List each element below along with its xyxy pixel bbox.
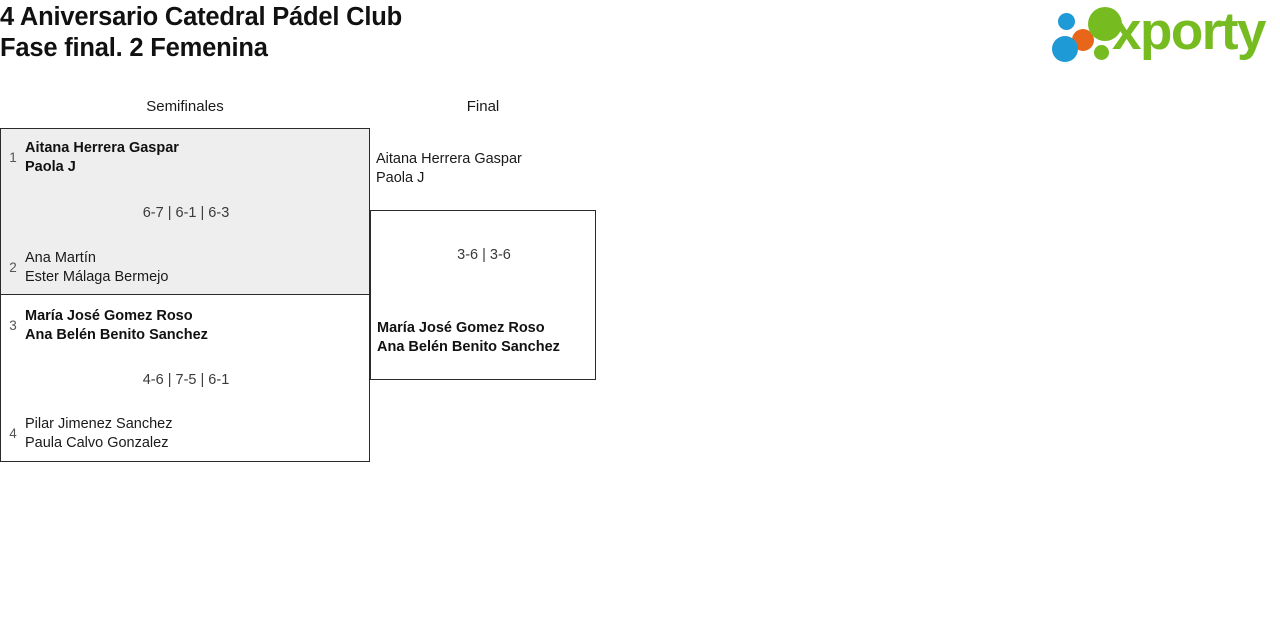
player-name: Ester Málaga Bermejo (25, 269, 169, 285)
match-team-top[interactable]: 1 Aitana Herrera Gaspar Paola J (1, 139, 371, 177)
team-players: Ana Martín Ester Málaga Bermejo (25, 249, 168, 287)
tournament-title: 4 Aniversario Catedral Pádel Club Fase f… (0, 2, 402, 64)
player-name: Ana Belén Benito Sanchez (377, 339, 560, 355)
match-team-bottom[interactable]: 4 Pilar Jimenez Sanchez Paula Calvo Gonz… (1, 415, 371, 453)
match-score: 4-6 | 7-5 | 6-1 (142, 372, 230, 388)
team-seed: 1 (9, 150, 17, 166)
player-name: Ana Belén Benito Sanchez (25, 327, 208, 343)
match-semifinal-1[interactable]: 1 Aitana Herrera Gaspar Paola J 6-7 | 6-… (0, 128, 370, 295)
team-players: Pilar Jimenez Sanchez Paula Calvo Gonzal… (25, 415, 173, 453)
final-team-top[interactable]: Aitana Herrera Gaspar Paola J (376, 150, 602, 188)
dot-blue-small-icon (1058, 13, 1075, 30)
final-team-bottom[interactable]: María José Gomez Roso Ana Belén Benito S… (377, 319, 597, 357)
match-final[interactable]: 3-6 | 3-6 María José Gomez Roso Ana Belé… (370, 210, 596, 380)
page-header: 4 Aniversario Catedral Pádel Club Fase f… (0, 0, 1280, 76)
logo-dots-icon (1050, 3, 1122, 65)
page-subtitle: Fase final. 2 Femenina (0, 34, 268, 62)
dot-green-small-icon (1094, 45, 1109, 60)
team-players: María José Gomez Roso Ana Belén Benito S… (377, 319, 560, 357)
page-title: 4 Aniversario Catedral Pádel Club (0, 3, 403, 31)
player-name: Aitana Herrera Gaspar (25, 140, 179, 156)
logo-wordmark: xporty (1112, 2, 1266, 61)
round-header-semifinals: Semifinales (146, 98, 224, 115)
player-name: Pilar Jimenez Sanchez (25, 416, 173, 432)
dot-blue-large-icon (1052, 36, 1078, 62)
player-name: Paola J (376, 170, 425, 186)
player-name: Ana Martín (25, 250, 96, 266)
player-name: Aitana Herrera Gaspar (376, 151, 522, 167)
xporty-logo[interactable]: xporty (1050, 2, 1276, 65)
team-seed: 2 (9, 260, 17, 276)
team-seed: 4 (9, 426, 17, 442)
match-score: 3-6 | 3-6 (457, 247, 511, 263)
player-name: Paula Calvo Gonzalez (25, 435, 169, 451)
player-name: María José Gomez Roso (25, 308, 193, 324)
match-score: 6-7 | 6-1 | 6-3 (142, 205, 230, 221)
player-name: Paola J (25, 159, 76, 175)
match-semifinal-2[interactable]: 3 María José Gomez Roso Ana Belén Benito… (0, 294, 370, 462)
match-team-top[interactable]: 3 María José Gomez Roso Ana Belén Benito… (1, 307, 371, 345)
team-players: Aitana Herrera Gaspar Paola J (25, 139, 179, 177)
round-header-final: Final (466, 98, 500, 115)
team-players: María José Gomez Roso Ana Belén Benito S… (25, 307, 208, 345)
team-seed: 3 (9, 318, 17, 334)
dot-green-large-icon (1088, 7, 1122, 41)
team-players: Aitana Herrera Gaspar Paola J (376, 150, 602, 188)
match-team-bottom[interactable]: 2 Ana Martín Ester Málaga Bermejo (1, 249, 371, 287)
player-name: María José Gomez Roso (377, 320, 545, 336)
